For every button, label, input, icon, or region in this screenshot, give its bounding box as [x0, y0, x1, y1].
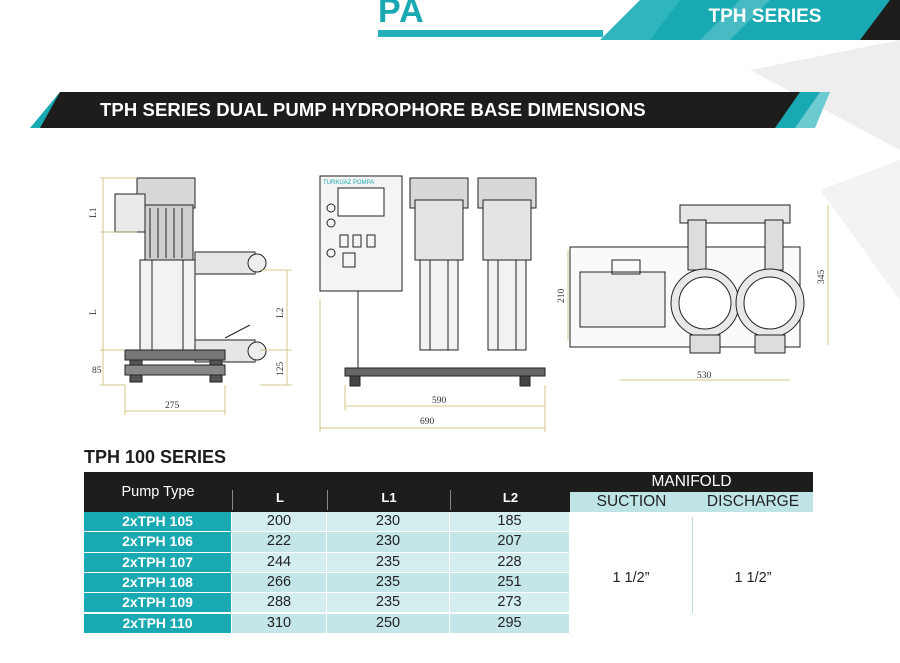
manifold-values-bg: [570, 512, 813, 636]
series-tab-label: TPH SERIES: [708, 6, 822, 27]
L2-cell: 251: [450, 572, 569, 593]
series-heading: TPH 100 SERIES: [84, 447, 227, 467]
L-cell: 266: [232, 572, 326, 593]
dim-530: 530: [697, 371, 712, 381]
dim-690: 690: [420, 417, 435, 427]
suction-header: SUCTION: [596, 493, 667, 510]
dim-210: 210: [557, 289, 567, 304]
header-accent-rule: [378, 30, 603, 37]
dim-L2: L2: [276, 307, 286, 318]
header-tab-shape: [600, 0, 900, 40]
dim-125: 125: [276, 362, 286, 377]
col-L2-header: L2: [450, 490, 570, 510]
pump-type-cell: 2xTPH 110: [84, 613, 231, 633]
L1-cell: 250: [327, 613, 449, 633]
brand-logo: PA: [378, 0, 425, 30]
manifold-divider: [692, 517, 693, 613]
suction-value: 1 1/2”: [612, 570, 650, 586]
dim-345: 345: [817, 270, 827, 285]
L-cell: 222: [232, 532, 326, 552]
L1-cell: 235: [327, 552, 449, 572]
panel-brand: TURKUAZ POMPA: [323, 180, 374, 186]
dim-L: L: [89, 309, 99, 315]
L-cell: 244: [232, 552, 326, 572]
manifold-subheader-bg: [570, 492, 813, 512]
top-view-dimensions: [567, 205, 829, 381]
L2-cell: 207: [450, 532, 569, 552]
L2-cell: 295: [450, 613, 569, 633]
front-view-drawing: [319, 175, 546, 387]
section-banner: [30, 92, 830, 128]
pump-type-cell: 2xTPH 109: [84, 593, 231, 613]
L2-cell: 273: [450, 593, 569, 613]
side-view-dimensions: [100, 177, 292, 415]
dim-85: 85: [92, 366, 102, 376]
section-title: TPH SERIES DUAL PUMP HYDROPHORE BASE DIM…: [100, 99, 646, 120]
dim-275: 275: [165, 401, 180, 411]
dim-L1: L1: [89, 207, 99, 218]
col-L-header: L: [232, 490, 327, 510]
pump-type-header: Pump Type: [121, 484, 195, 500]
pump-type-cell: 2xTPH 106: [84, 532, 231, 552]
L1-cell: 235: [327, 593, 449, 613]
L2-cell: 228: [450, 552, 569, 572]
L1-cell: 230: [327, 512, 449, 532]
col-L1-header: L1: [327, 490, 450, 510]
pump-type-cell: 2xTPH 108: [84, 572, 231, 593]
L2-cell: 185: [450, 512, 569, 532]
L-cell: 288: [232, 593, 326, 613]
dim-590: 590: [432, 396, 447, 406]
discharge-value: 1 1/2”: [734, 570, 772, 586]
manifold-header: MANIFOLD: [570, 472, 813, 492]
pump-type-cell: 2xTPH 105: [84, 512, 231, 532]
L1-cell: 235: [327, 572, 449, 593]
front-view-dimensions: [319, 300, 546, 432]
pump-type-cell: 2xTPH 107: [84, 552, 231, 572]
L1-cell: 230: [327, 532, 449, 552]
L-cell: 200: [232, 512, 326, 532]
L-cell: 310: [232, 613, 326, 633]
dimension-drawings: L1 L L2 85 125 275 TURKUAZ POMPA 590 690: [89, 175, 829, 432]
discharge-header: DISCHARGE: [706, 493, 800, 510]
side-view-drawing: [114, 177, 267, 383]
top-view-drawing: [569, 204, 805, 354]
